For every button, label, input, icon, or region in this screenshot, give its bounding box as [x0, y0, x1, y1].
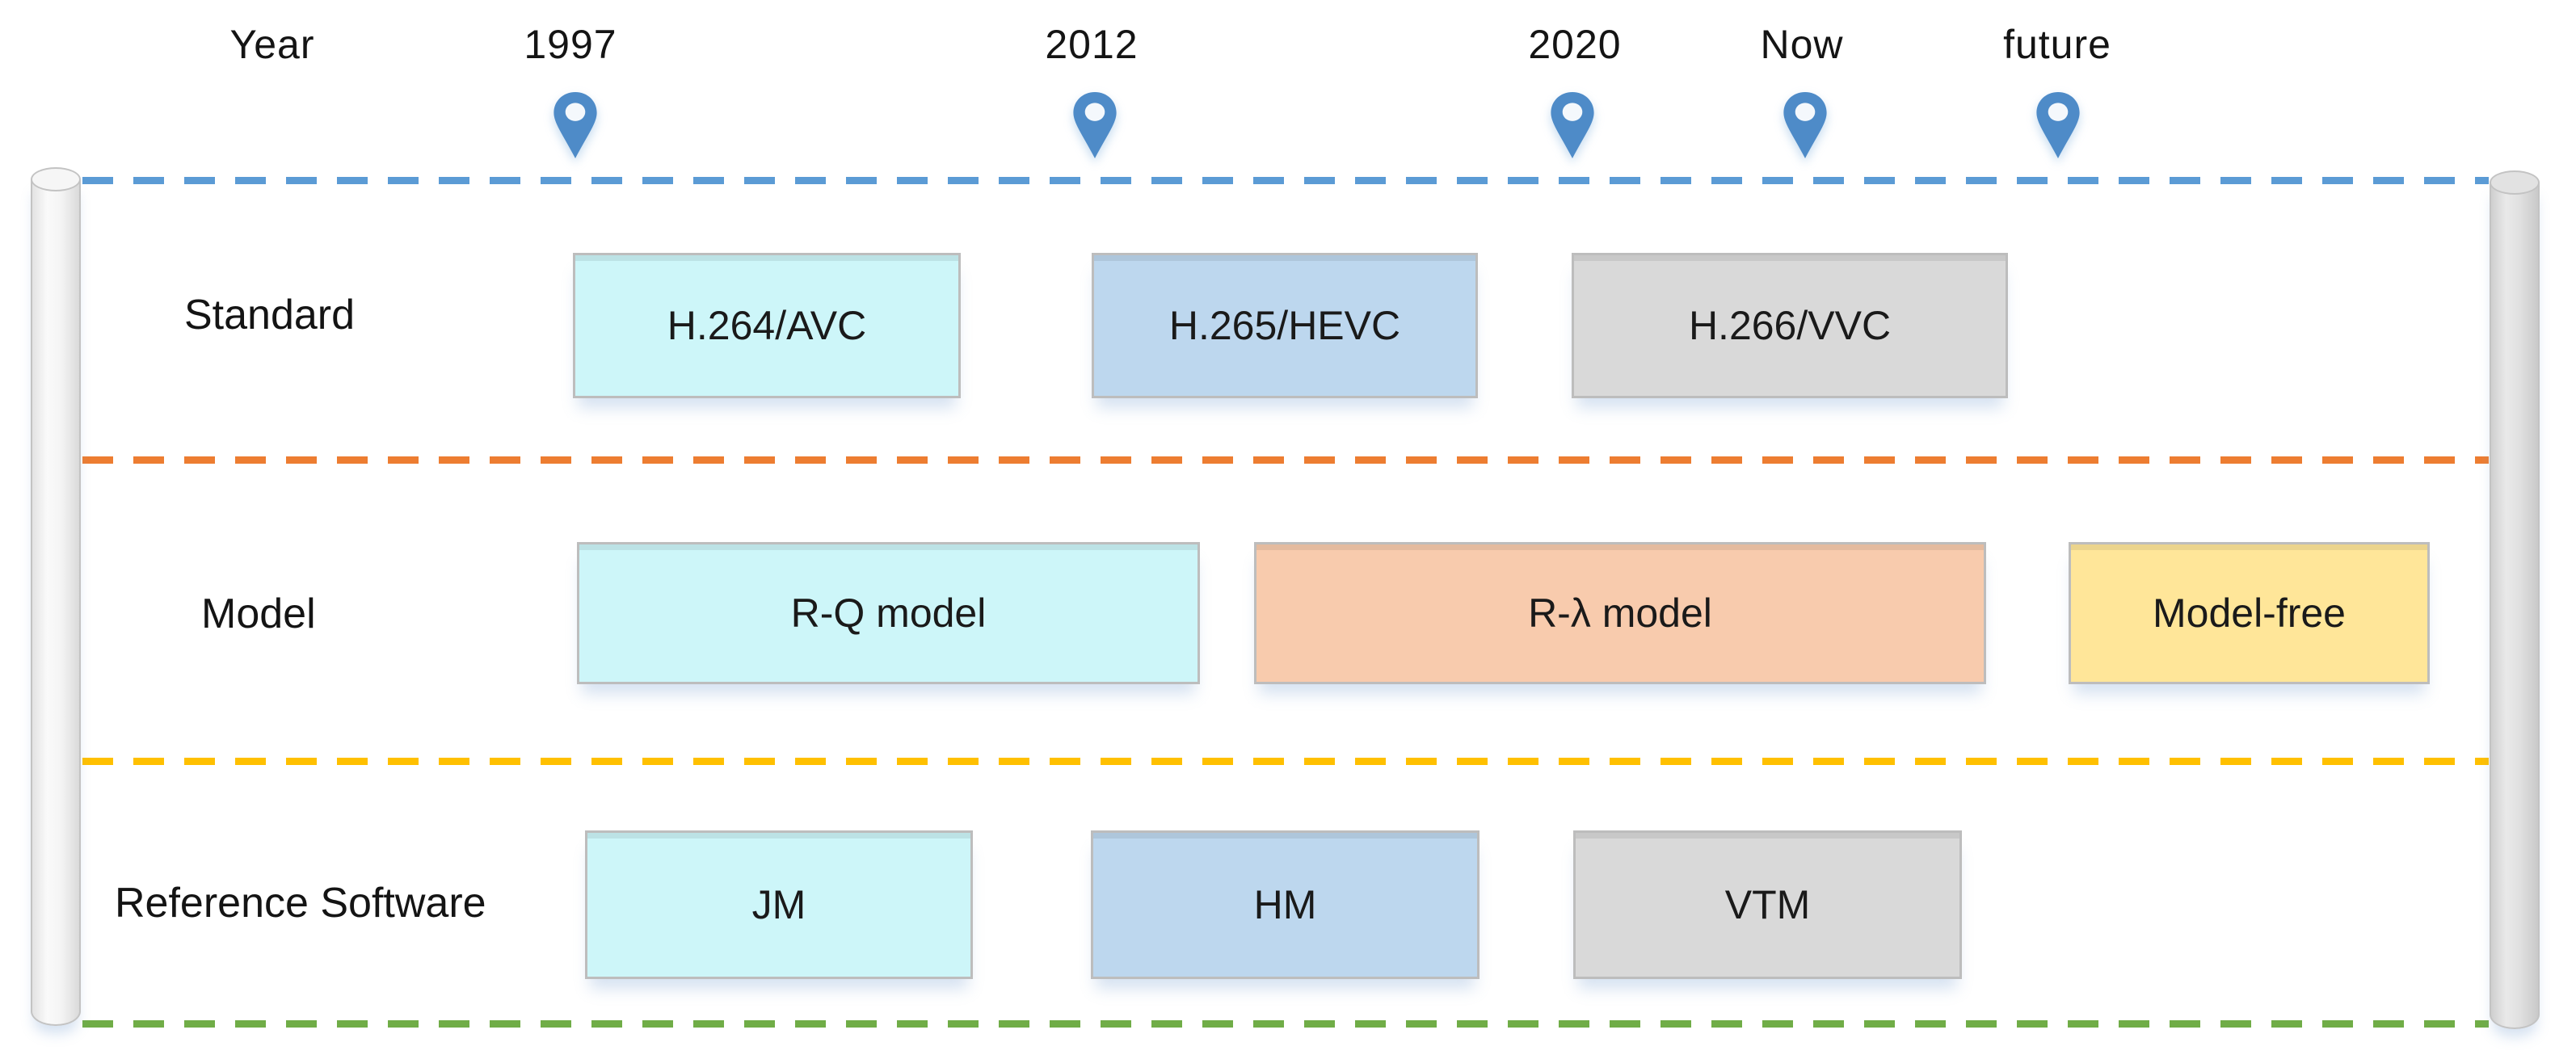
row-label-standard: Standard — [184, 292, 356, 338]
box-model-free: Model-free — [2069, 542, 2430, 684]
year-marker-label-2012: 2012 — [1045, 22, 1139, 67]
box-rq-model: R-Q model — [577, 542, 1200, 684]
box-rlambda-model: R-λ model — [1254, 542, 1986, 684]
scroll-rod-left-cap — [31, 167, 81, 191]
dashed-line-year — [82, 177, 2489, 184]
year-marker-label-1997: 1997 — [524, 22, 617, 67]
box-h265-hevc: H.265/HEVC — [1092, 253, 1478, 398]
map-pin-icon-now — [1783, 92, 1827, 158]
map-pin-icon-2012 — [1073, 92, 1117, 158]
map-pin-icon-2020 — [1551, 92, 1594, 158]
box-h266-vvc: H.266/VVC — [1572, 253, 2008, 398]
box-hm: HM — [1091, 830, 1480, 979]
dashed-line-bottom — [82, 1020, 2489, 1028]
year-marker-label-now: Now — [1760, 22, 1844, 67]
dashed-line-standard — [82, 456, 2489, 464]
year-marker-label-2020: 2020 — [1528, 22, 1622, 67]
scroll-rod-right — [2490, 170, 2540, 1029]
box-vtm: VTM — [1573, 830, 1962, 979]
dashed-line-model — [82, 758, 2489, 765]
year-marker-label-future: future — [2003, 22, 2111, 67]
row-label-reference-software: Reference Software — [115, 880, 486, 927]
scroll-rod-right-cap — [2490, 170, 2540, 195]
box-jm: JM — [585, 830, 973, 979]
row-label-model: Model — [201, 591, 316, 637]
box-h264-avc: H.264/AVC — [573, 253, 961, 398]
axis-label-year: Year — [229, 22, 315, 67]
map-pin-icon-1997 — [554, 92, 597, 158]
map-pin-icon-future — [2036, 92, 2080, 158]
scroll-rod-left — [31, 167, 81, 1026]
